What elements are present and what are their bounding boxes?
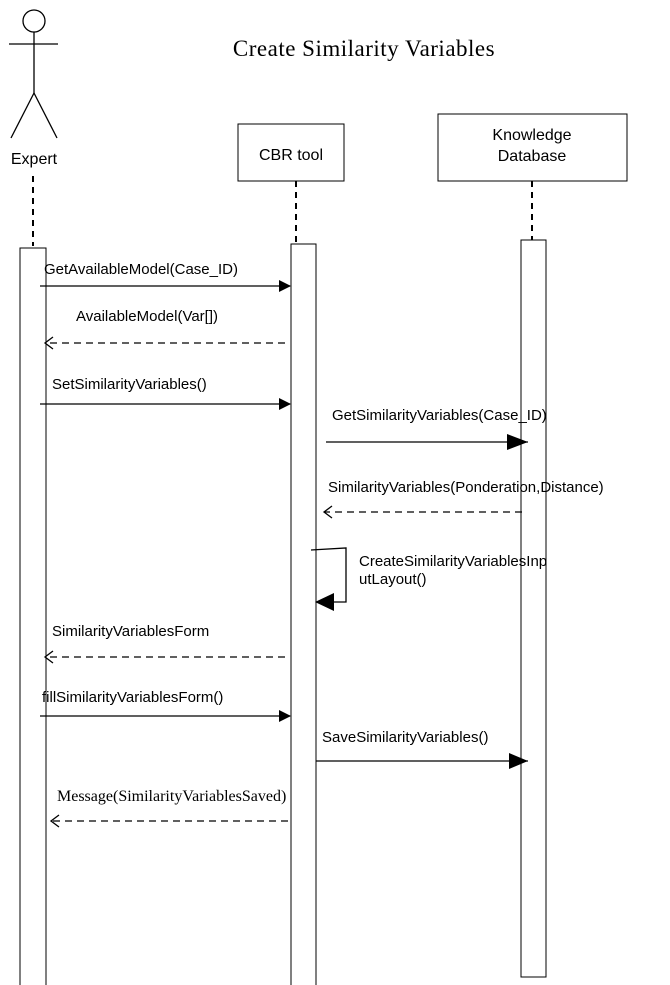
msg-similarity-variables-form-arrowhead xyxy=(43,650,54,664)
msg-get-similarity-variables-arrowhead xyxy=(507,434,528,450)
expert-activation-bar xyxy=(19,247,47,985)
cbr-tool-label: CBR tool xyxy=(259,147,323,164)
msg-create-layout-arrowhead xyxy=(315,593,334,611)
msg-available-model-arrowhead xyxy=(43,336,54,350)
diagram-title: Create Similarity Variables xyxy=(233,36,495,61)
msg-saved-message-arrowhead xyxy=(49,814,60,828)
knowledge-database-box xyxy=(437,113,628,182)
msg-similarity-variables-form-label: SimilarityVariablesForm xyxy=(52,623,209,640)
msg-create-layout-label-line1: CreateSimilarityVariablesInp xyxy=(359,553,547,570)
msg-fill-form-label: fillSimilarityVariablesForm() xyxy=(42,689,223,706)
msg-similarity-variables-arrowhead xyxy=(322,505,333,519)
cbr-tool-box xyxy=(237,123,345,182)
msg-saved-message-label: Message(SimilarityVariablesSaved) xyxy=(57,788,286,805)
msg-similarity-variables-label: SimilarityVariables(Ponderation,Distance… xyxy=(328,479,604,496)
knowledge-database-label-line2: Database xyxy=(498,148,567,165)
msg-save-similarity-variables-arrowhead xyxy=(509,753,528,769)
msg-create-layout-label-line2: utLayout() xyxy=(359,571,427,588)
activation-bars xyxy=(19,239,547,985)
knowledge-database-label-line1: Knowledge xyxy=(492,127,571,144)
msg-set-similarity-variables-label: SetSimilarityVariables() xyxy=(52,376,207,393)
cbr-activation-bar xyxy=(290,243,317,985)
msg-save-similarity-variables-label: SaveSimilarityVariables() xyxy=(322,729,488,746)
msg-get-available-model-label: GetAvailableModel(Case_ID) xyxy=(44,261,238,278)
msg-available-model-label: AvailableModel(Var[]) xyxy=(76,308,218,325)
expert-label: Expert xyxy=(11,151,58,168)
expert-actor-icon xyxy=(9,9,58,139)
lifelines xyxy=(32,176,533,246)
msg-get-similarity-variables-label: GetSimilarityVariables(Case_ID) xyxy=(332,407,547,424)
kb-activation-bar xyxy=(520,239,547,978)
